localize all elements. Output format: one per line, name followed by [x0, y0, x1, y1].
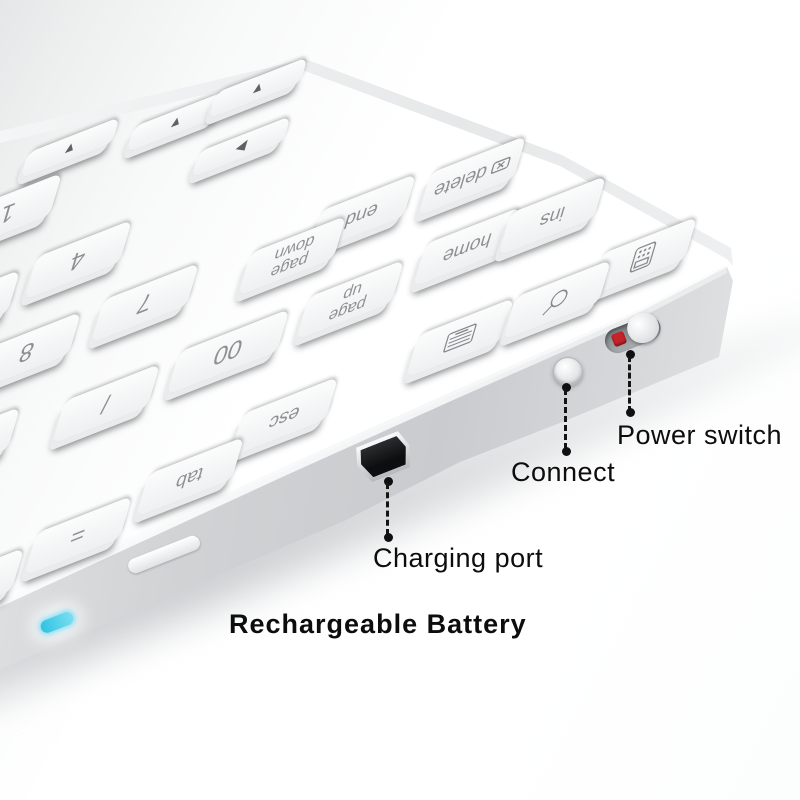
search-icon: [542, 289, 568, 316]
key-label: 4: [66, 243, 89, 278]
key-label: /: [98, 388, 114, 420]
key-delete: delete: [417, 135, 527, 217]
key-keyboard: [405, 297, 515, 379]
charging-leader-line: [386, 483, 389, 535]
keyboard-icon: [443, 323, 477, 353]
calculator-icon-wrap: [628, 240, 658, 275]
rechargeable-battery-label: Rechargeable Battery: [229, 609, 527, 639]
key-label: ▲: [166, 110, 186, 133]
connect-button: [553, 357, 583, 386]
power-switch-label: Power switch: [617, 420, 783, 450]
search-icon-wrap: [539, 281, 574, 318]
key-label: ins: [536, 201, 568, 233]
power-leader-line: [628, 356, 631, 412]
key-search: [502, 259, 612, 341]
power-leader-dot-top: [626, 350, 635, 359]
key-calculator: [588, 216, 698, 298]
key-label: ▲: [60, 136, 80, 159]
key-label: tab: [173, 461, 207, 494]
calculator-icon: [629, 241, 657, 273]
key-label: end: [342, 197, 382, 232]
key-label: ▲: [248, 76, 268, 99]
key-label: delete: [431, 151, 513, 202]
power-leader-dot-bottom: [626, 408, 635, 417]
key-label: 1: [0, 196, 19, 231]
forward-delete-icon: [490, 156, 511, 174]
connect-leader-line: [564, 389, 567, 449]
connect-leader-dot-bottom: [562, 447, 571, 456]
key-label: 8: [15, 335, 38, 370]
charging-port-label: Charging port: [373, 543, 544, 573]
key-label: 7: [133, 286, 156, 321]
key-label: 00: [209, 333, 246, 373]
key-label: =: [66, 519, 90, 553]
charging-leader-dot-bottom: [384, 533, 393, 542]
keyboard-icon-wrap: [442, 322, 478, 354]
key-label: esc: [265, 401, 303, 435]
key-label: ◀: [233, 136, 249, 157]
charging-leader-dot-top: [384, 477, 393, 486]
connect-leader-dot-top: [562, 383, 571, 392]
connect-label: Connect: [511, 457, 616, 487]
